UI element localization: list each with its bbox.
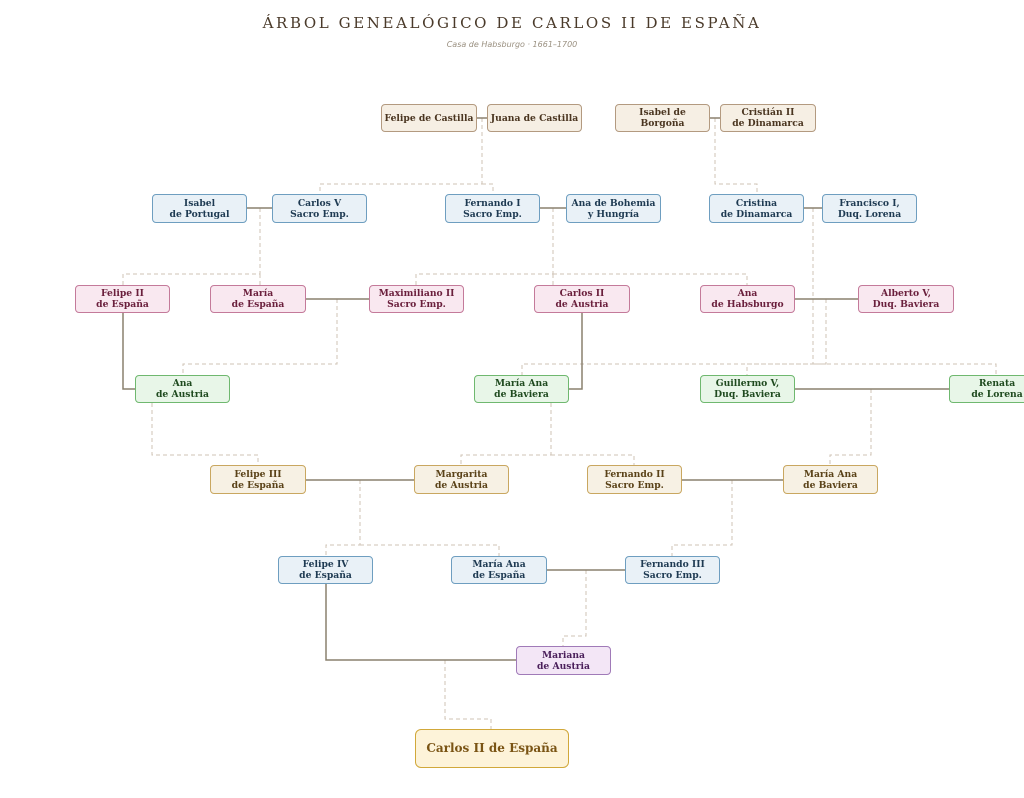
person-margarita-de-austria: Margarita de Austria: [414, 465, 509, 494]
descent-line: [460, 389, 552, 465]
person-carlos-ii-de-espana: Carlos II de España: [415, 729, 569, 768]
person-isabel-de-portugal: Isabel de Portugal: [152, 194, 247, 223]
person-ana-de-austria: Ana de Austria: [135, 375, 230, 403]
person-guillermo-v: Guillermo V, Duq. Baviera: [700, 375, 795, 403]
person-ana-de-habsburgo: Ana de Habsburgo: [700, 285, 795, 313]
descent-line: [521, 208, 814, 375]
person-felipe-iii: Felipe III de España: [210, 465, 306, 494]
descent-line: [415, 208, 554, 285]
descent-line: [444, 660, 492, 729]
descent-line: [151, 389, 259, 465]
descent-line: [829, 389, 872, 465]
descent-lines: [122, 118, 997, 729]
person-maximiliano-ii: Maximiliano II Sacro Emp.: [369, 285, 464, 313]
person-maria-ana-de-espana: María Ana de España: [451, 556, 547, 584]
person-felipe-iv: Felipe IV de España: [278, 556, 373, 584]
person-cristina-de-dinamarca: Cristina de Dinamarca: [709, 194, 804, 223]
person-juana-de-castilla: Juana de Castilla: [487, 104, 582, 132]
marriage-line: [569, 313, 583, 390]
descent-line: [122, 208, 261, 285]
descent-line: [482, 183, 494, 194]
person-ana-de-bohemia: Ana de Bohemia y Hungría: [566, 194, 661, 223]
person-felipe-ii: Felipe II de España: [75, 285, 170, 313]
descent-line: [553, 273, 748, 285]
marriage-lines: [122, 117, 949, 661]
person-alberto-v: Alberto V, Duq. Baviera: [858, 285, 954, 313]
person-maria-de-espana: María de España: [210, 285, 306, 313]
marriage-line: [122, 313, 135, 390]
person-mariana-de-austria: Mariana de Austria: [516, 646, 611, 675]
person-maria-ana-de-baviera: María Ana de Baviera: [474, 375, 569, 403]
person-felipe-de-castilla: Felipe de Castilla: [381, 104, 477, 132]
descent-line: [325, 480, 361, 556]
person-francisco-i: Francisco I, Duq. Lorena: [822, 194, 917, 223]
marriage-line: [325, 584, 516, 661]
person-carlos-ii-de-austria: Carlos II de Austria: [534, 285, 630, 313]
descent-line: [746, 299, 827, 375]
descent-line: [319, 118, 483, 194]
descent-line: [813, 363, 997, 375]
person-maria-ana-de-baviera-2: María Ana de Baviera: [783, 465, 878, 494]
person-cristian-ii: Cristián II de Dinamarca: [720, 104, 816, 132]
descent-line: [562, 570, 587, 646]
descent-line: [182, 299, 338, 375]
descent-line: [551, 454, 635, 465]
person-renata-de-lorena: Renata de Lorena: [949, 375, 1024, 403]
descent-line: [714, 118, 758, 194]
page-title: ÁRBOL GENEALÓGICO DE CARLOS II DE ESPAÑA: [262, 14, 762, 32]
descent-line: [671, 480, 733, 556]
person-fernando-iii: Fernando III Sacro Emp.: [625, 556, 720, 584]
person-carlos-v: Carlos V Sacro Emp.: [272, 194, 367, 223]
person-fernando-i: Fernando I Sacro Emp.: [445, 194, 540, 223]
person-isabel-de-borgona: Isabel de Borgoña: [615, 104, 710, 132]
person-fernando-ii: Fernando II Sacro Emp.: [587, 465, 682, 494]
descent-line: [360, 544, 500, 556]
page-subtitle: Casa de Habsburgo · 1661–1700: [446, 40, 578, 49]
